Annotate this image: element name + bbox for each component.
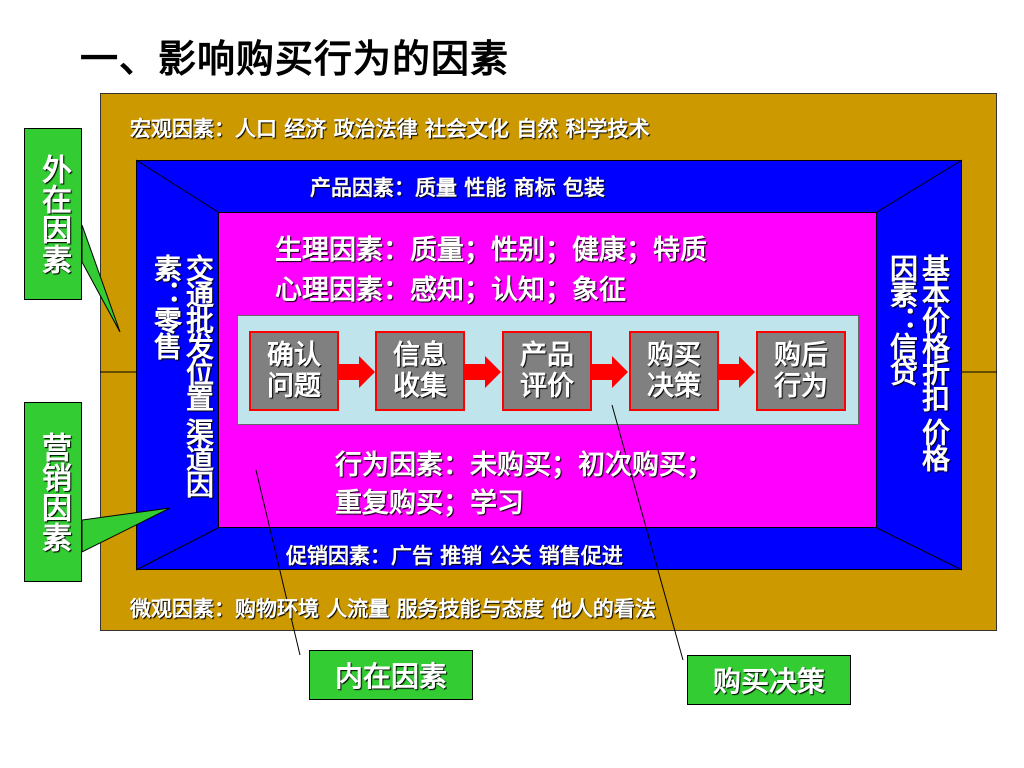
product-factors: 产品因素：质量 性能 商标 包装	[310, 176, 605, 200]
promotion-factors: 促销因素：广告 推销 公关 销售促进	[286, 544, 623, 568]
arrow-right-icon	[592, 356, 628, 388]
arrow-right-icon	[465, 356, 501, 388]
price-factors: 基本价格折扣 价格因素：信贷	[880, 254, 951, 484]
channel-col-1: 渠道因素：零售	[150, 254, 215, 496]
channel-col-2: 交通批发位置	[182, 254, 215, 410]
page-title: 一、影响购买行为的因素	[80, 37, 510, 81]
step-recognize-problem: 确认问题	[249, 331, 339, 411]
price-col-1: 价格因素：信贷	[886, 254, 951, 470]
behavior-factors-line1: 行为因素：未购买；初次购买；	[335, 450, 713, 481]
internal-factors-callout: 内在因素	[309, 650, 473, 700]
step-post-purchase: 购后行为	[756, 331, 846, 411]
external-factors-callout: 外在因素	[24, 128, 82, 300]
purchase-decision-callout: 购买决策	[687, 655, 851, 705]
micro-factors: 微观因素：购物环境 人流量 服务技能与态度 他人的看法	[130, 597, 656, 621]
step-information-search: 信息收集	[375, 331, 465, 411]
psychological-factors: 心理因素：感知；认知；象征	[275, 275, 626, 306]
channel-factors: 交通批发位置 渠道因素：零售	[144, 254, 215, 514]
step-purchase-decision: 购买决策	[629, 331, 719, 411]
arrow-right-icon	[719, 356, 755, 388]
marketing-factors-callout: 营销因素	[24, 402, 82, 582]
price-col-2: 基本价格折扣	[918, 254, 951, 410]
step-product-evaluation: 产品评价	[502, 331, 592, 411]
arrow-right-icon	[339, 356, 375, 388]
behavior-factors-line2: 重复购买；学习	[335, 488, 524, 519]
physiological-factors: 生理因素：质量；性别；健康；特质	[275, 235, 707, 266]
macro-factors: 宏观因素：人口 经济 政治法律 社会文化 自然 科学技术	[130, 117, 650, 141]
